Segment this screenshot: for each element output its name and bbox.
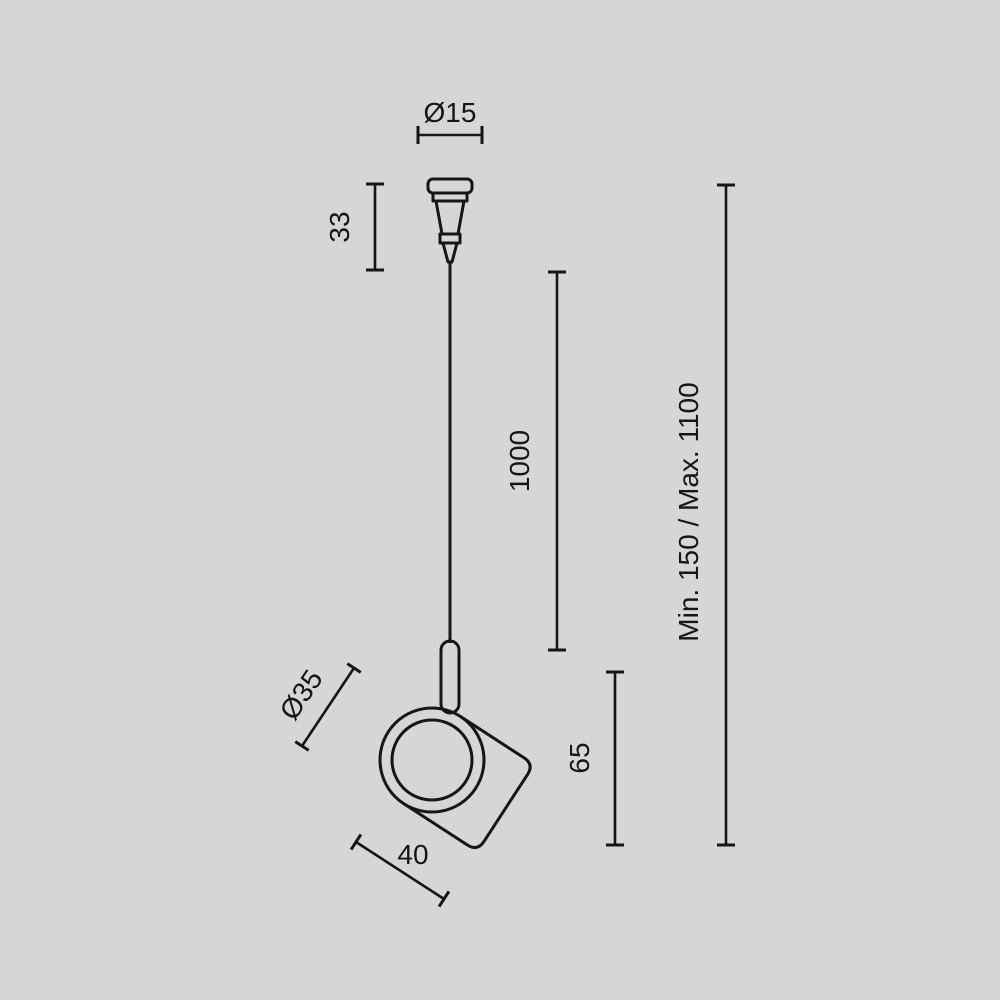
dim-head-height: 65 [564,670,624,847]
head-front-rim [378,706,486,814]
dim-canopy-diameter: Ø15 [416,97,484,144]
ceiling-canopy [426,177,474,264]
dim-label-head-height: 65 [564,742,595,773]
dim-tick [349,833,363,851]
dim-canopy-height: 33 [324,182,384,272]
dim-label-suspension-range: Min. 150 / Max. 1100 [673,382,704,641]
dim-head-length: 40 [349,833,451,908]
dim-tick [437,890,451,908]
head-lens [390,718,474,802]
dim-tick [294,740,310,752]
dim-label-cable-length: 1000 [504,430,535,492]
dim-tick [346,662,362,674]
canopy-body [434,199,466,236]
dim-head-diameter: Ø35 [273,662,362,752]
canopy-neck [441,241,459,264]
dim-label-canopy-diameter: Ø15 [424,97,477,128]
lamp-head [378,639,532,850]
head-body [402,715,532,850]
dim-suspension-range: Min. 150 / Max. 1100 [673,183,735,847]
dim-line [300,667,356,747]
dim-label-canopy-height: 33 [324,211,355,242]
dim-line [355,840,445,901]
dim-label-head-length: 40 [397,839,428,870]
dim-cable-length: 1000 [504,270,566,652]
head-stem [439,639,461,715]
canopy-cap [426,177,474,195]
